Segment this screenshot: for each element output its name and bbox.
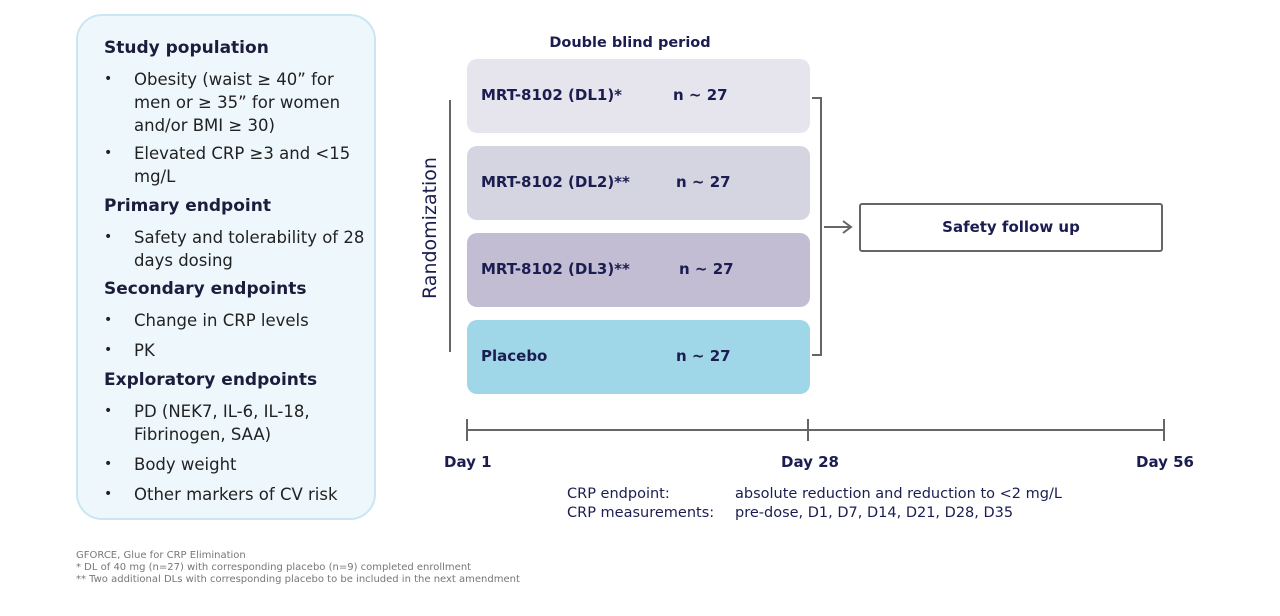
crp-measurements-label: CRP measurements:	[567, 505, 715, 521]
footnote: * DL of 40 mg (n=27) with corresponding …	[76, 562, 472, 573]
day-1-label: Day 1	[444, 453, 492, 471]
arm-name: MRT-8102 (DL3)**	[481, 260, 630, 278]
crp-endpoint-label: CRP endpoint:	[567, 486, 670, 502]
secondary-endpoints-heading: Secondary endpoints	[104, 279, 307, 299]
arms-bracket	[812, 97, 822, 356]
randomization-line	[449, 100, 451, 352]
exploratory-endpoints-heading: Exploratory endpoints	[104, 370, 318, 390]
arrow-head-icon	[842, 220, 853, 234]
arm-n: n ~ 27	[679, 260, 734, 278]
primary-endpoint-heading: Primary endpoint	[104, 196, 271, 216]
footnote: GFORCE, Glue for CRP Elimination	[76, 550, 246, 561]
arm-dl1: MRT-8102 (DL1)* n ~ 27	[467, 59, 810, 133]
safety-follow-up-box: Safety follow up	[859, 203, 1163, 252]
arm-name: MRT-8102 (DL2)**	[481, 173, 630, 191]
study-population-heading: Study population	[104, 38, 269, 58]
arm-name: MRT-8102 (DL1)*	[481, 86, 623, 104]
day-56-label: Day 56	[1136, 453, 1194, 471]
day-28-label: Day 28	[781, 453, 839, 471]
arm-dl3: MRT-8102 (DL3)** n ~ 27	[467, 233, 810, 307]
crp-measurements-value: pre-dose, D1, D7, D14, D21, D28, D35	[735, 505, 1014, 521]
footnote: ** Two additional DLs with corresponding…	[76, 574, 520, 585]
arm-dl2: MRT-8102 (DL2)** n ~ 27	[467, 146, 810, 220]
arm-n: n ~ 27	[676, 173, 731, 191]
period-title: Double blind period	[549, 35, 711, 51]
study-summary-panel: Study population • Obesity (waist ≥ 40” …	[76, 14, 376, 520]
arm-n: n ~ 27	[673, 86, 728, 104]
arm-placebo: Placebo n ~ 27	[467, 320, 810, 394]
crp-endpoint-value: absolute reduction and reduction to <2 m…	[735, 486, 1062, 502]
arm-n: n ~ 27	[676, 347, 731, 365]
arm-name: Placebo	[481, 347, 548, 365]
